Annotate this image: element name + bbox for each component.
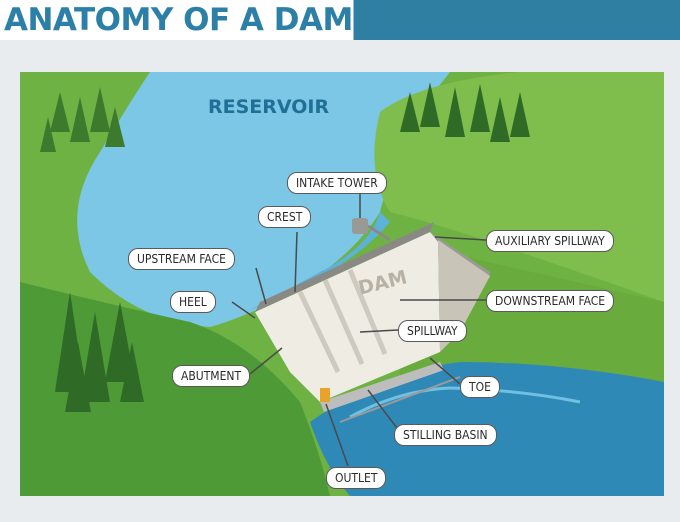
callout-auxiliary-spillway: AUXILIARY SPILLWAY xyxy=(486,230,614,252)
outlet-gate xyxy=(320,388,330,402)
title-bar: ANATOMY OF A DAM xyxy=(0,0,680,40)
callout-stilling-basin: STILLING BASIN xyxy=(394,424,497,446)
callout-outlet: OUTLET xyxy=(326,467,387,489)
spillway-rib xyxy=(297,290,341,374)
trees-upper-right xyxy=(400,82,530,142)
title-stripe xyxy=(0,0,680,40)
intake-bridge xyxy=(367,224,391,242)
stilling-basin-rail xyxy=(339,376,461,423)
page-title: ANATOMY OF A DAM xyxy=(4,2,353,38)
trees-lower-left xyxy=(55,292,144,412)
dam-body xyxy=(255,232,440,402)
callout-abutment: ABUTMENT xyxy=(172,365,251,387)
dam-diagram xyxy=(20,72,664,496)
reservoir-label: RESERVOIR xyxy=(208,96,330,118)
stilling-basin-wall xyxy=(320,362,444,412)
callout-intake-tower: INTAKE TOWER xyxy=(287,172,387,194)
dam-illustration xyxy=(20,72,664,496)
callout-upstream-face: UPSTREAM FACE xyxy=(128,248,235,270)
callout-heel: HEEL xyxy=(170,291,216,313)
spillway-rib xyxy=(322,278,365,366)
river-ripple xyxy=(349,386,581,419)
intake-tower xyxy=(352,218,368,234)
callout-downstream-face: DOWNSTREAM FACE xyxy=(486,290,615,312)
leader-lines xyxy=(231,190,487,467)
callout-toe: TOE xyxy=(460,376,500,398)
trees-upper-left xyxy=(40,87,125,152)
callout-spillway: SPILLWAY xyxy=(398,320,467,342)
dam-crest xyxy=(255,222,434,312)
spillway-rib xyxy=(347,269,388,355)
callout-crest: CREST xyxy=(258,206,312,228)
